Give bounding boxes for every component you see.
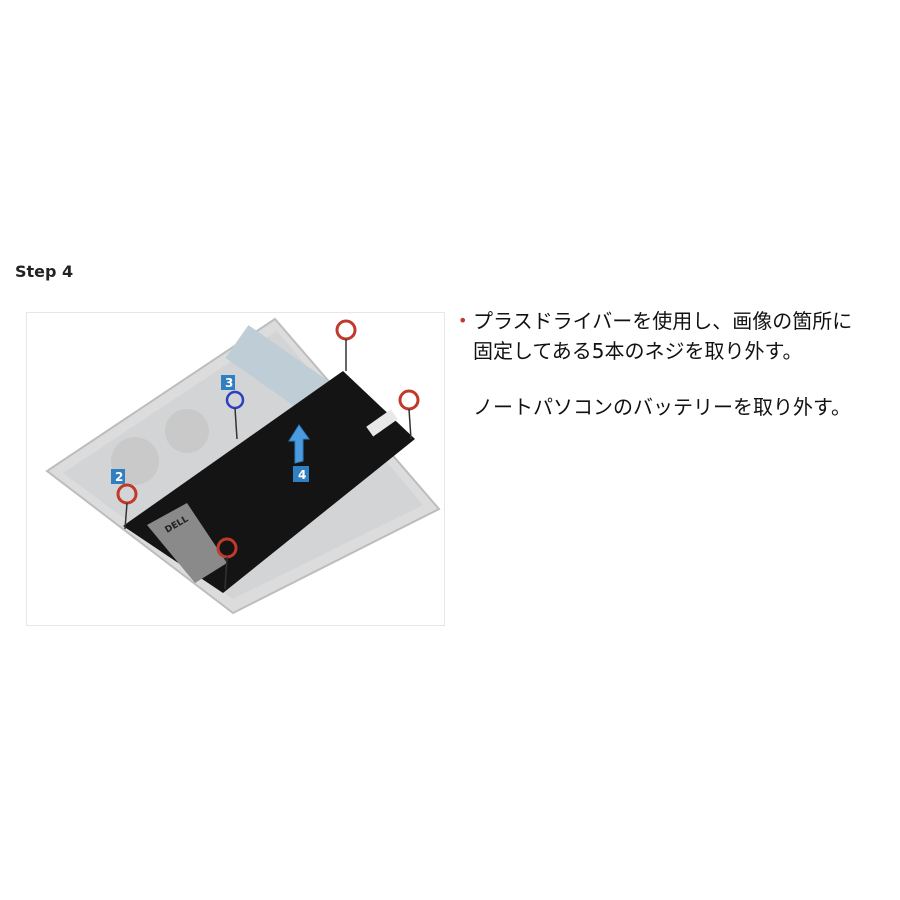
step-title: Step 4 [15,262,74,281]
svg-text:2: 2 [115,470,123,484]
battery-sticker [366,409,398,437]
instruction-line: プラスドライバーを使用し、画像の箇所に [473,309,853,333]
lift-arrow-icon [288,424,310,464]
laptop-illustration: DELL 2 3 4 [45,317,441,615]
svg-text:3: 3 [225,376,233,390]
fan-right [165,409,209,453]
callout-2: 2 [111,469,125,484]
callout-3: 3 [221,375,235,390]
screw-circle [335,319,357,341]
instructions: • プラスドライバーを使用し、画像の箇所に 固定してある5本のネジを取り外す。 … [458,306,888,422]
instruction-line: 固定してある5本のネジを取り外す。 [473,339,803,363]
instruction-line: ノートパソコンのバッテリーを取り外す。 [473,395,851,419]
callout-4: 4 [293,466,309,482]
screw-markers [116,319,420,590]
battery-label [147,503,227,583]
screw-circle [398,389,420,411]
svg-text:4: 4 [298,468,306,482]
bullet-dot-icon: • [458,311,468,330]
battery-removal-illustration: DELL 2 3 4 [26,312,445,626]
